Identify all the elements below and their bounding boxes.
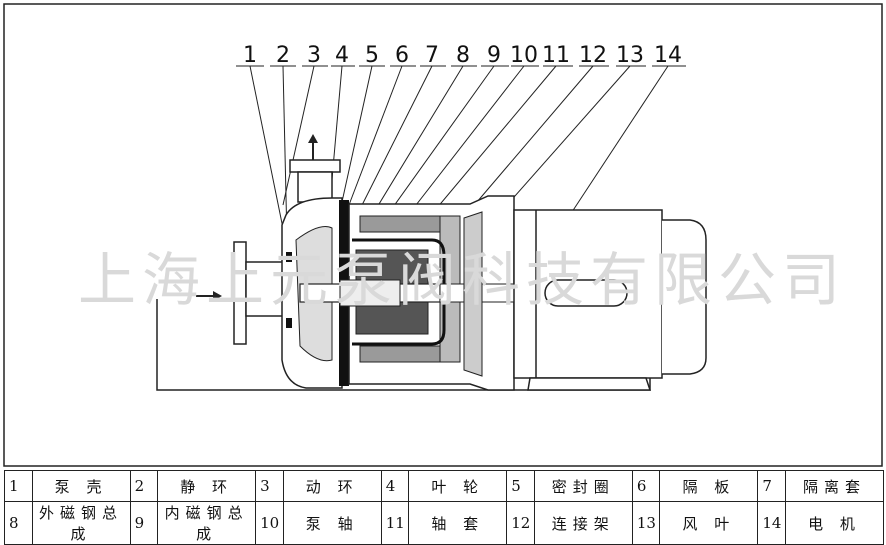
legend-part-number: 2 (129, 470, 159, 502)
static-ring-lower (286, 318, 292, 328)
callout-number: 5 (365, 43, 379, 68)
legend-part-name: 内磁钢总成 (157, 501, 257, 545)
legend-part-name: 外磁钢总成 (31, 501, 131, 545)
legend-part-number: 3 (255, 470, 284, 502)
legend-part-number: 9 (129, 501, 159, 545)
drawing-border (3, 3, 883, 467)
inlet-arrow-icon (196, 291, 222, 301)
callout-number: 4 (335, 43, 349, 68)
legend-part-name: 轴 套 (408, 501, 508, 545)
callout-number: 2 (276, 43, 290, 68)
legend-part-number: 5 (506, 470, 535, 502)
callout-number: 9 (487, 43, 501, 68)
legend-part-number: 1 (4, 470, 33, 502)
legend-part-name: 电 机 (784, 501, 885, 545)
legend-part-number: 11 (380, 501, 410, 545)
legend-part-number: 4 (380, 470, 410, 502)
callout-number: 3 (307, 43, 321, 68)
legend-part-name: 动 环 (282, 470, 382, 502)
shaft-sleeve (339, 279, 401, 307)
legend-part-name: 静 环 (157, 470, 257, 502)
legend-part-name: 叶 轮 (408, 470, 508, 502)
motor (513, 209, 707, 391)
callout-number: 14 (654, 43, 682, 68)
legend-part-number: 10 (255, 501, 284, 545)
callout-number: 11 (542, 43, 570, 68)
callout-number: 8 (456, 43, 470, 68)
legend-part-number: 14 (757, 501, 786, 545)
outlet (289, 159, 341, 203)
fan-blade (463, 211, 483, 377)
legend-part-name: 风 叶 (659, 501, 759, 545)
legend-part-number: 12 (506, 501, 535, 545)
legend-part-number: 6 (631, 470, 661, 502)
callout-number: 13 (616, 43, 644, 68)
base-plate (156, 299, 651, 391)
legend-part-number: 7 (757, 470, 786, 502)
callout-number: 1 (243, 43, 257, 68)
legend-part-name: 隔离套 (784, 470, 885, 502)
callout-number: 6 (395, 43, 409, 68)
legend-part-name: 泵 壳 (31, 470, 131, 502)
legend-part-number: 13 (631, 501, 661, 545)
legend-part-name: 密封圈 (533, 470, 633, 502)
callout-number: 12 (579, 43, 607, 68)
callout-number: 7 (425, 43, 439, 68)
watermark: 上海上元泵阀科技有限公司 (78, 246, 846, 314)
callout-number: 10 (510, 43, 538, 68)
inlet (233, 241, 287, 345)
legend-part-name: 连接架 (533, 501, 633, 545)
static-ring (286, 252, 292, 262)
legend-part-name: 泵 轴 (282, 501, 382, 545)
outlet-arrow-icon (308, 134, 318, 160)
legend-part-number: 8 (4, 501, 33, 545)
legend-part-name: 隔 板 (659, 470, 759, 502)
